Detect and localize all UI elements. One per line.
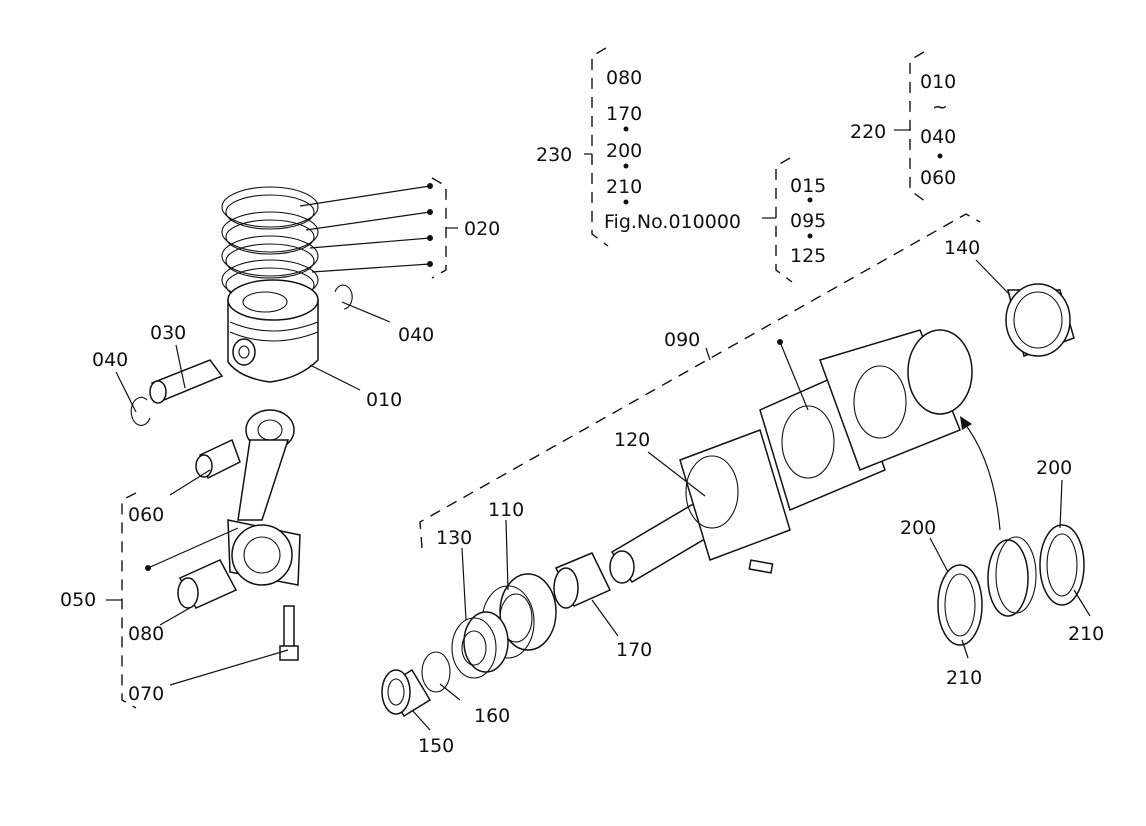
group-230-fig-ref: Fig.No.010000 <box>604 211 741 233</box>
connecting-rod <box>227 409 301 586</box>
label-040-left: 040 <box>92 349 128 371</box>
connecting-rod-bolt <box>279 605 299 661</box>
part-labels: 020 040 030 040 010 060 050 080 070 090 … <box>60 218 1104 757</box>
label-070: 070 <box>128 683 164 705</box>
main-bearing-case <box>987 536 1037 617</box>
separator-dots <box>623 126 943 239</box>
group-230-item: 210 <box>606 176 642 198</box>
group-220-tilde: ~ <box>932 96 948 118</box>
piston <box>227 279 319 383</box>
piston-pin <box>149 359 224 404</box>
thrust-washer-right <box>1039 524 1085 606</box>
group-230-label: 230 <box>536 144 572 166</box>
label-210-left: 210 <box>946 667 982 689</box>
label-040-right: 040 <box>398 324 434 346</box>
group-230-item: 170 <box>606 103 642 125</box>
label-030: 030 <box>150 322 186 344</box>
label-130: 130 <box>436 527 472 549</box>
snap-ring-left <box>130 396 151 426</box>
crank-pin-bearing <box>177 559 238 609</box>
group-220-item: 040 <box>920 126 956 148</box>
group-220: 220 010 ~ 040 060 <box>850 71 956 189</box>
label-140: 140 <box>944 237 980 259</box>
label-160: 160 <box>474 705 510 727</box>
leader-lines <box>106 129 1091 731</box>
label-170: 170 <box>616 639 652 661</box>
label-110: 110 <box>488 499 524 521</box>
label-010: 010 <box>366 389 402 411</box>
bearing-170 <box>553 552 612 609</box>
subgroup-item: 125 <box>790 245 826 267</box>
thrust-washer-left <box>937 564 983 646</box>
label-080: 080 <box>128 623 164 645</box>
install-arrow <box>960 416 1001 531</box>
label-120: 120 <box>614 429 650 451</box>
collar-150 <box>381 668 432 718</box>
group-230-item: 200 <box>606 140 642 162</box>
label-060: 060 <box>128 504 164 526</box>
group-220-label: 220 <box>850 121 886 143</box>
group-230-item: 080 <box>606 67 642 89</box>
label-210-right: 210 <box>1068 623 1104 645</box>
label-200-right: 200 <box>1036 457 1072 479</box>
small-end-bushing <box>195 438 241 480</box>
gear-130 <box>451 611 509 679</box>
subgroup-item: 015 <box>790 175 826 197</box>
group-220-item: 060 <box>920 167 956 189</box>
group-230: 230 080 170 200 210 Fig.No.010000 <box>536 67 741 233</box>
subgroup-fig: 015 095 125 <box>790 175 826 267</box>
label-090: 090 <box>664 329 700 351</box>
subgroup-item: 095 <box>790 210 826 232</box>
crankshaft <box>609 329 973 584</box>
label-050: 050 <box>60 589 96 611</box>
o-ring-160 <box>421 651 451 693</box>
label-150: 150 <box>418 735 454 757</box>
piston-rings <box>221 186 319 303</box>
group-220-item: 010 <box>920 71 956 93</box>
label-200-left: 200 <box>900 517 936 539</box>
label-020: 020 <box>464 218 500 240</box>
snap-ring-right <box>334 284 353 310</box>
thrust-bearing-140 <box>1005 283 1075 357</box>
